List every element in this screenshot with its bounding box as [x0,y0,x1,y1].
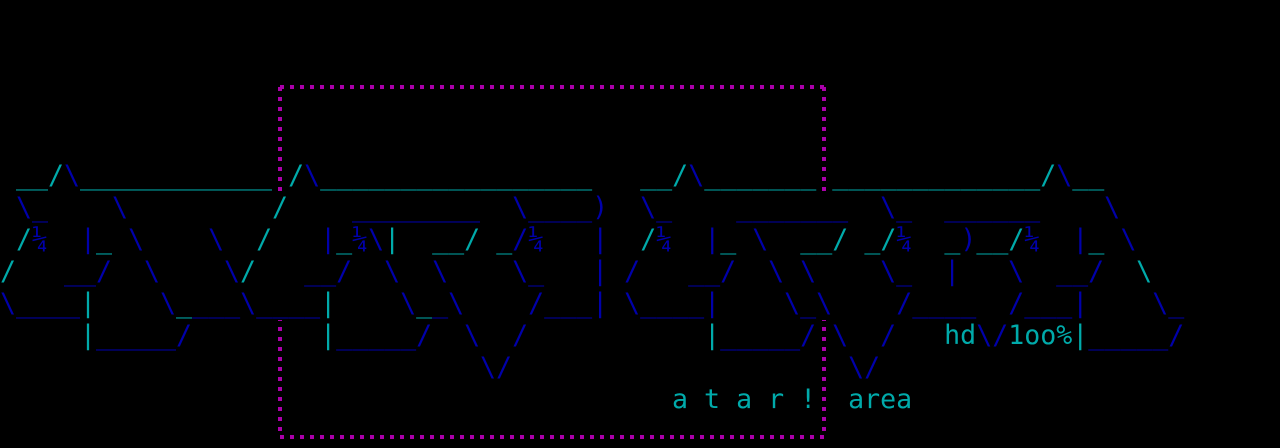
art-glyphs: \ [64,160,81,191]
art-glyphs: ___\____ [192,288,321,319]
art-row: |_____/ |_____/ \ / |_____/ \ / hd\/1oo%… [0,320,1184,352]
art-glyphs: __/ [432,224,481,255]
art-glyphs: _/ [864,224,897,255]
art-glyphs: _ [496,224,513,255]
art-glyphs: __/ [16,160,65,191]
art-glyphs: _____/ [96,320,321,351]
art-glyphs: __/ \ \ [16,256,241,287]
art-glyphs: \ \ [112,224,257,255]
art-glyphs [0,224,16,255]
art-glyphs [480,224,496,255]
art-glyphs: a t a r ! area [0,384,913,415]
art-row [0,128,1184,160]
art-row: / __/ \ \/ __/ \ \ \_ | / __/ \ \ \_ | \… [0,256,1185,288]
art-glyphs: / [16,224,33,255]
art-glyphs: | [384,224,401,255]
art-glyphs: _\ /___| \____| [432,288,753,319]
art-glyphs: \/ [976,320,1009,351]
art-glyphs [1136,288,1152,319]
art-glyphs: \ [336,288,417,319]
art-glyphs: \ [1104,224,1137,255]
art-glyphs: /____ /___| [864,288,1137,319]
art-glyphs: _____/ \ / [720,320,945,351]
art-glyphs: 1oo%| [1008,320,1089,351]
art-glyphs: | [80,288,97,319]
art-row: \/ \/ [0,352,1184,384]
art-glyphs: \ [736,224,801,255]
art-row [0,64,1184,96]
art-glyphs: \ [1136,256,1153,287]
art-glyphs: _______ [704,160,817,191]
art-glyphs: / [272,192,289,223]
art-glyphs: _ [96,224,113,255]
art-glyphs: ¼ [896,224,945,255]
art-glyphs: _ [944,224,961,255]
art-glyphs: | [320,320,337,351]
art-glyphs [400,224,432,255]
art-glyphs: __ [1072,160,1105,191]
art-glyphs: ¼ | [1024,224,1089,255]
art-glyphs: _________________ [320,160,593,191]
art-glyphs: __/ [976,224,1025,255]
art-glyphs: / [288,160,305,191]
art-glyphs [592,160,640,191]
art-glyphs: __/ [640,160,689,191]
art-glyphs: ¼\ [352,224,385,255]
art-row: a t a r ! area [0,384,1184,416]
art-row: \_ \ / ________ \____) \_ _______ \_ ___… [0,192,1185,224]
art-glyphs: \ [688,160,705,191]
art-glyphs: \ \_ | \ __/ [800,256,1137,287]
art-glyphs: _ [336,224,353,255]
art-row [0,0,1184,32]
art-glyphs: ¼ | [32,224,97,255]
art-glyphs: _ [416,288,433,319]
ascii-art: __/\____________ /\_________________ __/… [0,0,1185,448]
art-glyphs [752,288,768,319]
art-glyphs: | [320,288,337,319]
art-glyphs: / [240,256,257,287]
art-glyphs: __/ \ \ \_ | / __/ \ [256,256,785,287]
art-glyphs: \_\ [768,288,849,319]
art-glyphs: \_ \ [0,192,273,223]
art-glyphs: / [0,256,17,287]
art-glyphs: \_ [1152,288,1185,319]
art-row [0,96,1184,128]
art-glyphs: _____/ [1088,320,1185,351]
art-glyphs: _ [1088,224,1105,255]
art-row [0,416,1184,448]
art-glyphs: | [272,224,337,255]
art-glyphs [848,288,864,319]
art-glyphs: \ [1056,160,1073,191]
art-row: \____| \____\____| \__\ /___| \____| \_\… [0,288,1185,320]
art-glyphs: ____________ [80,160,273,191]
art-glyphs: \/ \/ [0,352,881,383]
art-glyphs [0,160,16,191]
art-glyphs: /¼ | [512,224,641,255]
art-row: __/\____________ /\_________________ __/… [0,160,1184,192]
art-glyphs: \ [304,160,321,191]
art-glyphs: _ [720,224,737,255]
art-glyphs [848,224,864,255]
art-glyphs: / [256,224,273,255]
art-glyphs [784,256,800,287]
art-glyphs: _____/ \ / [336,320,705,351]
art-glyphs: ¼ | [656,224,721,255]
art-glyphs: \ [96,288,177,319]
art-glyphs: ) [960,224,977,255]
art-glyphs: _____________/ [832,160,1057,191]
art-glyphs: __/ [800,224,849,255]
art-glyphs: \____ [0,288,81,319]
art-row [0,32,1184,64]
art-glyphs: _ [176,288,193,319]
art-glyphs [272,160,288,191]
art-glyphs [816,160,832,191]
art-glyphs [0,320,80,351]
art-row: /¼ |_ \ \ / |_¼\| __/ _/¼ | /¼ |_ \ __/ … [0,224,1185,256]
art-glyphs: hd [944,320,977,351]
art-glyphs: | [704,320,721,351]
art-glyphs: / [640,224,657,255]
art-glyphs: | [80,320,97,351]
art-glyphs: ________ \____) \_ _______ \_ ______ \ [288,192,1121,223]
